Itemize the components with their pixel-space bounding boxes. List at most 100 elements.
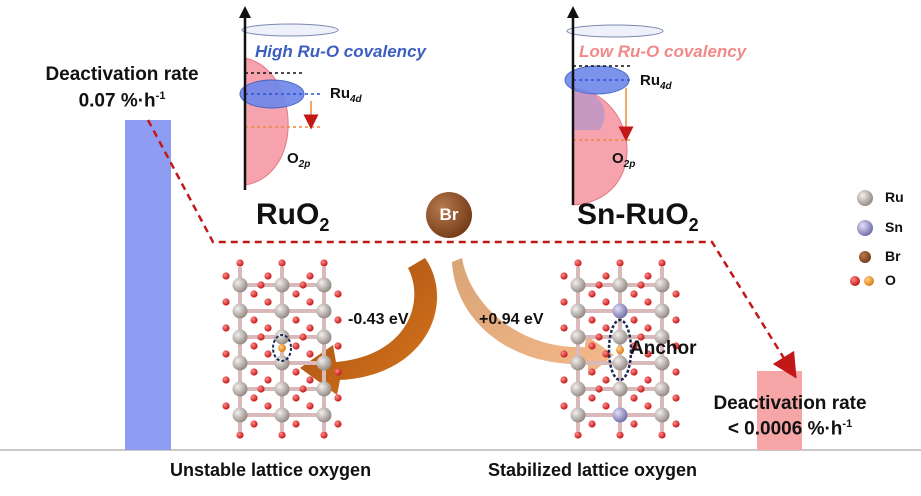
ru4d-label-right-text: Ru	[640, 72, 660, 89]
oxygen-atom	[334, 342, 342, 350]
oxygen-atom	[292, 420, 300, 428]
oxygen-atom	[292, 316, 300, 324]
oxygen-atom	[236, 259, 244, 267]
oxygen-atom	[672, 342, 680, 350]
oxygen-atom	[658, 431, 666, 439]
oxygen-atom	[306, 376, 314, 384]
tin-atom	[612, 303, 628, 319]
ruthenium-atom	[316, 407, 332, 423]
oxygen-atom	[595, 281, 603, 289]
oxygen-atom	[560, 324, 568, 332]
trend-dashed-line	[146, 119, 797, 379]
oxygen-atom	[644, 350, 652, 358]
oxygen-atom	[257, 281, 265, 289]
oxygen-atom	[264, 324, 272, 332]
oxygen-atom	[222, 402, 230, 410]
oxygen-atom	[672, 394, 680, 402]
arrow-to-ruo2	[300, 258, 438, 395]
oxygen-atom	[292, 394, 300, 402]
oxygen-atom	[595, 333, 603, 341]
oxygen-atom	[320, 431, 328, 439]
legend-br-atom	[859, 251, 871, 263]
oxygen-atom	[250, 420, 258, 428]
oxygen-atom	[264, 272, 272, 280]
oxygen-atom	[222, 298, 230, 306]
legend	[850, 190, 874, 286]
oxygen-atom	[602, 402, 610, 410]
anchor-label: Anchor	[630, 338, 697, 359]
oxygen-atom	[672, 368, 680, 376]
legend-o-atom-red	[850, 276, 860, 286]
oxygen-atom	[630, 420, 638, 428]
ruthenium-atom	[232, 381, 248, 397]
bar-ruo2	[125, 120, 171, 450]
oxygen-atom	[306, 324, 314, 332]
oxygen-atom	[292, 290, 300, 298]
o2p-band-left	[244, 57, 289, 186]
oxygen-atom	[644, 402, 652, 410]
oxygen-atom	[588, 342, 596, 350]
compound-label-sn-ruo2-text: Sn-RuO	[577, 198, 689, 231]
oxygen-atom	[257, 333, 265, 341]
legend-label-sn: Sn	[885, 219, 903, 235]
oxygen-atom	[222, 376, 230, 384]
oxygen-atom	[250, 316, 258, 324]
oxygen-atom	[588, 368, 596, 376]
rate-title-left: Deactivation rate	[45, 64, 199, 85]
ruthenium-atom	[570, 381, 586, 397]
ruthenium-atom	[654, 407, 670, 423]
top-band-right	[566, 24, 664, 38]
oxygen-atom	[574, 431, 582, 439]
rate-unit-sup-right: -1	[842, 418, 853, 430]
ruthenium-atom	[570, 407, 586, 423]
legend-ru-atom	[857, 190, 873, 206]
oxygen-atom	[306, 350, 314, 358]
oxygen-atom	[588, 290, 596, 298]
covalency-label-left: High Ru-O covalency	[255, 42, 426, 61]
br-atom-label: Br	[439, 205, 459, 224]
ruthenium-atom	[274, 303, 290, 319]
oxygen-atom	[672, 420, 680, 428]
oxygen-atom	[637, 385, 645, 393]
ruthenium-atom	[612, 381, 628, 397]
oxygen-atom	[630, 290, 638, 298]
compound-label-ruo2-text: RuO	[256, 198, 320, 231]
oxygen-atom	[334, 368, 342, 376]
ruthenium-atom	[612, 355, 628, 371]
ru4d-label-right: Ru4d	[640, 72, 672, 92]
oxygen-atom	[672, 290, 680, 298]
oxygen-atom	[644, 272, 652, 280]
oxygen-atom	[299, 281, 307, 289]
oxygen-atom	[658, 259, 666, 267]
o2p-label-left-text: O	[287, 150, 299, 167]
rate-title-right: Deactivation rate	[713, 393, 867, 414]
oxygen-atom	[602, 324, 610, 332]
oxygen-atom	[560, 298, 568, 306]
ruthenium-atom	[316, 381, 332, 397]
compound-sub-ruo2: 2	[319, 215, 330, 235]
ruthenium-atom	[232, 277, 248, 293]
o2p-label-right: O2p	[612, 150, 635, 170]
oxygen-atom	[278, 259, 286, 267]
oxygen-atom	[616, 259, 624, 267]
oxygen-atom	[306, 402, 314, 410]
oxygen-atom	[637, 281, 645, 289]
ruthenium-atom	[612, 329, 628, 345]
oxygen-atom	[644, 324, 652, 332]
ruthenium-atom	[274, 277, 290, 293]
oxygen-atom	[292, 368, 300, 376]
energy-label-left: -0.43 eV	[348, 311, 409, 328]
rate-unit-sup-left: -1	[155, 90, 166, 102]
ruthenium-atom	[570, 355, 586, 371]
oxygen-atom	[602, 298, 610, 306]
compound-label-sn-ruo2: Sn-RuO2	[577, 198, 699, 236]
ruthenium-atom	[654, 381, 670, 397]
top-band-left	[241, 23, 339, 37]
ruthenium-atom	[232, 407, 248, 423]
oxygen-atom	[320, 259, 328, 267]
caption-left: Unstable lattice oxygen	[170, 460, 372, 480]
oxygen-atom	[264, 350, 272, 358]
oxygen-atom	[334, 420, 342, 428]
oxygen-atom	[292, 342, 300, 350]
ruthenium-atom	[232, 303, 248, 319]
